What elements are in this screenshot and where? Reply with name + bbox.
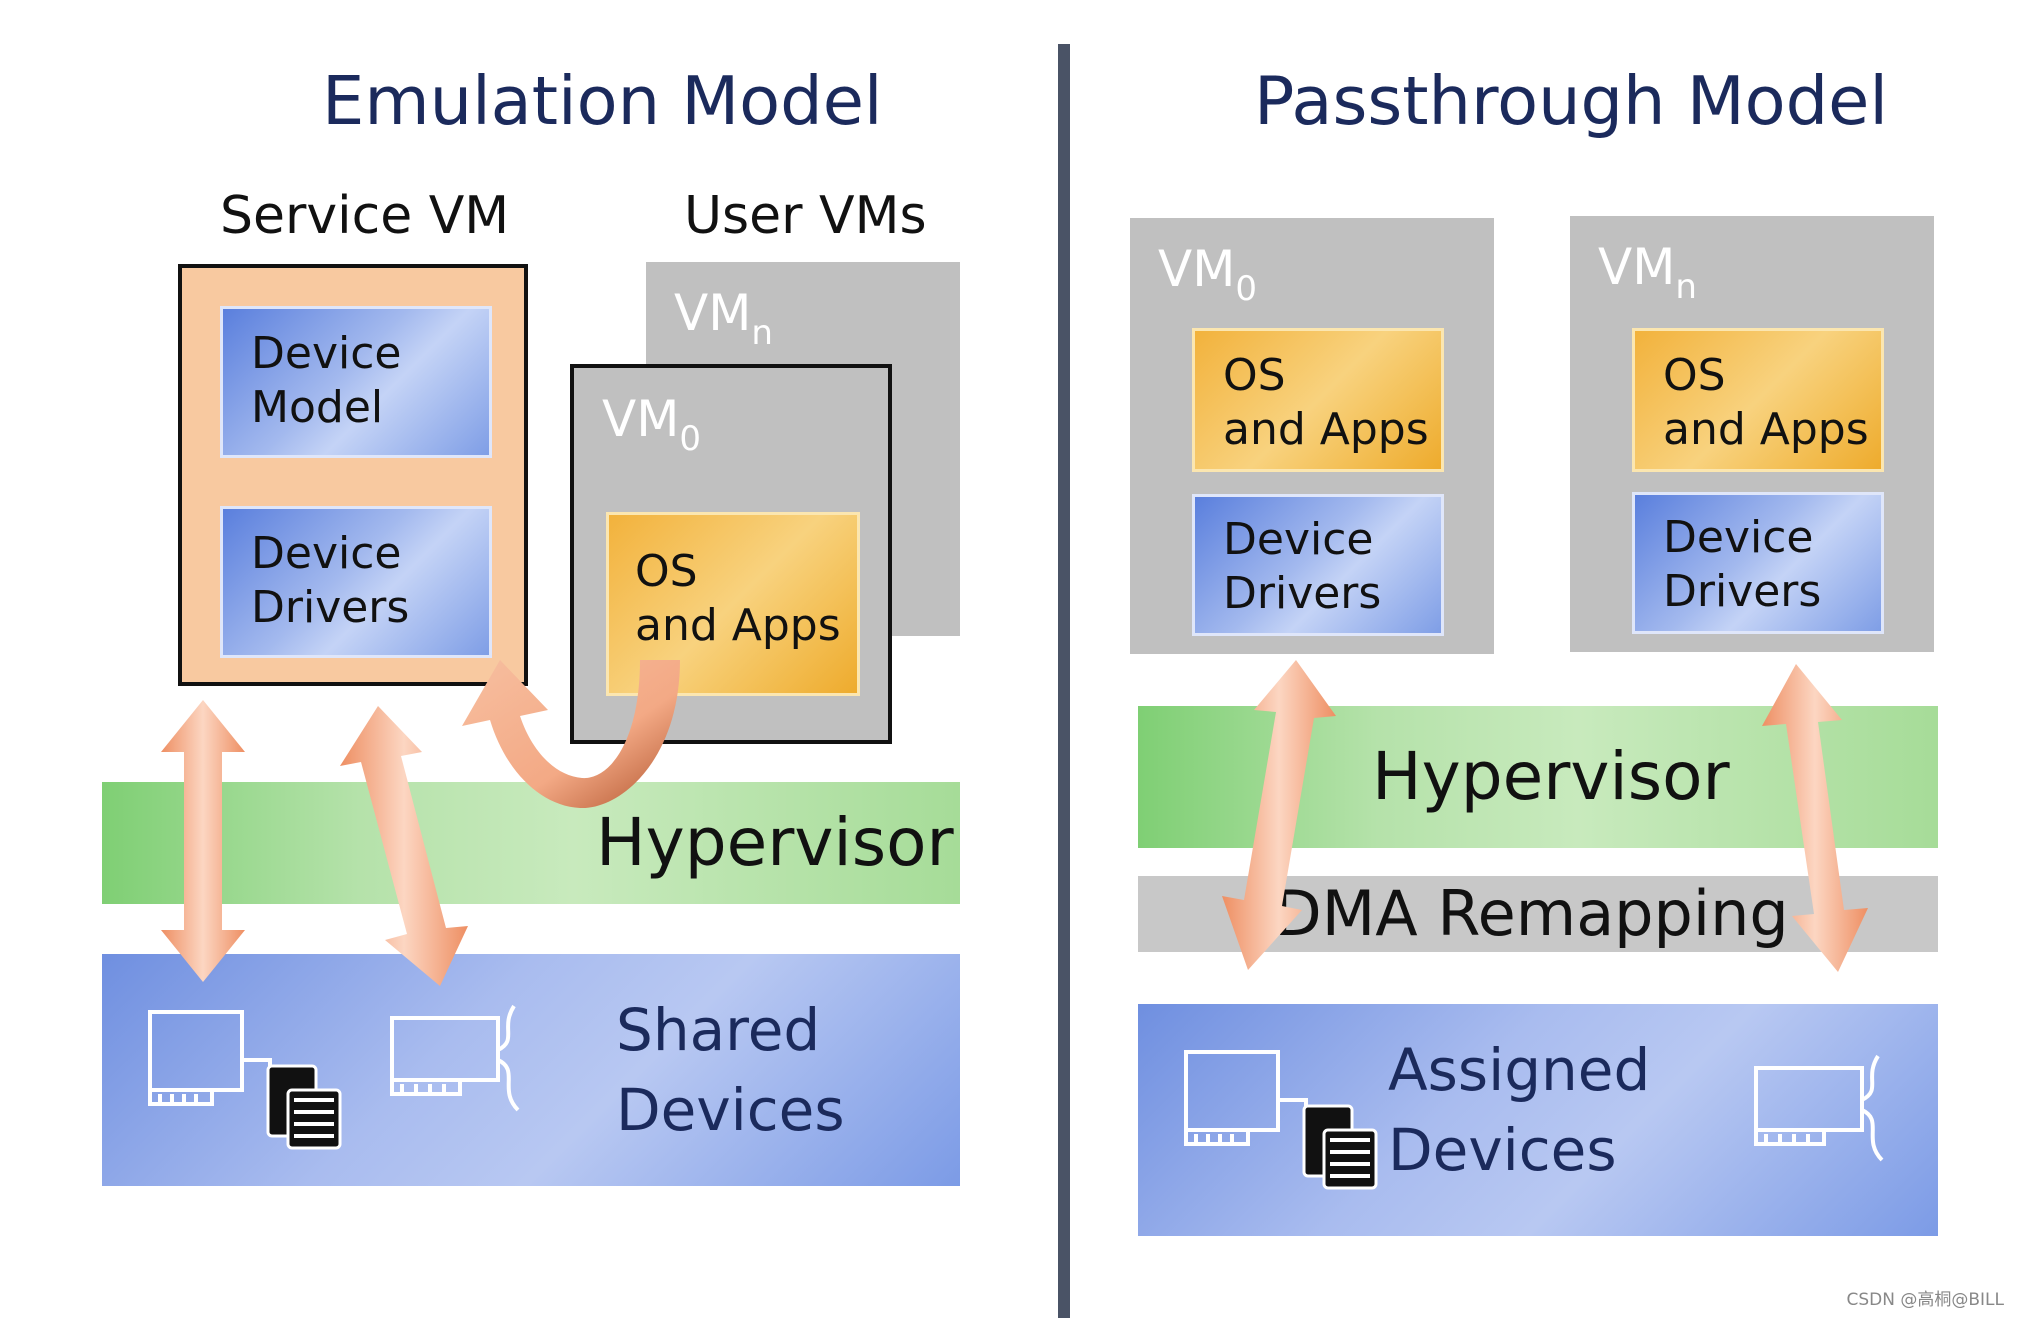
service-vm-device-drivers-label: Device Drivers bbox=[251, 528, 410, 633]
passthrough-device-drivers-0-label: Device Drivers bbox=[1223, 514, 1382, 619]
right-hypervisor-label: Hypervisor bbox=[1372, 738, 1730, 815]
user-vm-0-box: VM0 OS and Apps bbox=[570, 364, 892, 744]
passthrough-vm-n-label: VMn bbox=[1598, 238, 1697, 307]
service-vm-box: Device Model Device Drivers bbox=[178, 264, 528, 686]
left-hypervisor-label: Hypervisor bbox=[596, 804, 954, 881]
user-vms-label: User VMs bbox=[684, 186, 927, 246]
service-vm-device-drivers-box: Device Drivers bbox=[220, 506, 492, 658]
passthrough-os-apps-0-label: OS and Apps bbox=[1223, 350, 1429, 455]
dma-remapping-label: DMA Remapping bbox=[1274, 877, 1789, 950]
service-vm-label: Service VM bbox=[220, 186, 510, 246]
passthrough-model-title: Passthrough Model bbox=[1254, 62, 1888, 140]
left-hypervisor-band: Hypervisor bbox=[102, 782, 960, 904]
device-model-box: Device Model bbox=[220, 306, 492, 458]
watermark: CSDN @高桐@BILL bbox=[1846, 1290, 2005, 1310]
shared-devices-panel: Shared Devices bbox=[102, 954, 960, 1186]
center-divider bbox=[1058, 44, 1070, 1318]
passthrough-device-drivers-n-label: Device Drivers bbox=[1663, 512, 1822, 617]
passthrough-vm-n-box: VMn OS and Apps Device Drivers bbox=[1570, 216, 1934, 652]
dma-remapping-band: DMA Remapping bbox=[1138, 876, 1938, 952]
right-hypervisor-band: Hypervisor bbox=[1138, 706, 1938, 848]
shared-devices-label: Shared Devices bbox=[616, 996, 845, 1144]
passthrough-device-drivers-n-box: Device Drivers bbox=[1632, 492, 1884, 634]
passthrough-vm-0-box: VM0 OS and Apps Device Drivers bbox=[1130, 218, 1494, 654]
passthrough-os-apps-n-box: OS and Apps bbox=[1632, 328, 1884, 472]
device-model-label: Device Model bbox=[251, 328, 402, 433]
passthrough-vm-0-label: VM0 bbox=[1158, 240, 1257, 309]
vm-0-label: VM0 bbox=[602, 390, 701, 459]
os-apps-box: OS and Apps bbox=[606, 512, 860, 696]
os-apps-label: OS and Apps bbox=[635, 546, 841, 651]
emulation-model-title: Emulation Model bbox=[322, 62, 883, 140]
passthrough-os-apps-0-box: OS and Apps bbox=[1192, 328, 1444, 472]
vm-n-label: VMn bbox=[674, 284, 773, 353]
passthrough-os-apps-n-label: OS and Apps bbox=[1663, 350, 1869, 455]
passthrough-device-drivers-0-box: Device Drivers bbox=[1192, 494, 1444, 636]
assigned-devices-panel: Assigned Devices bbox=[1138, 1004, 1938, 1236]
assigned-devices-label: Assigned Devices bbox=[1388, 1036, 1651, 1184]
